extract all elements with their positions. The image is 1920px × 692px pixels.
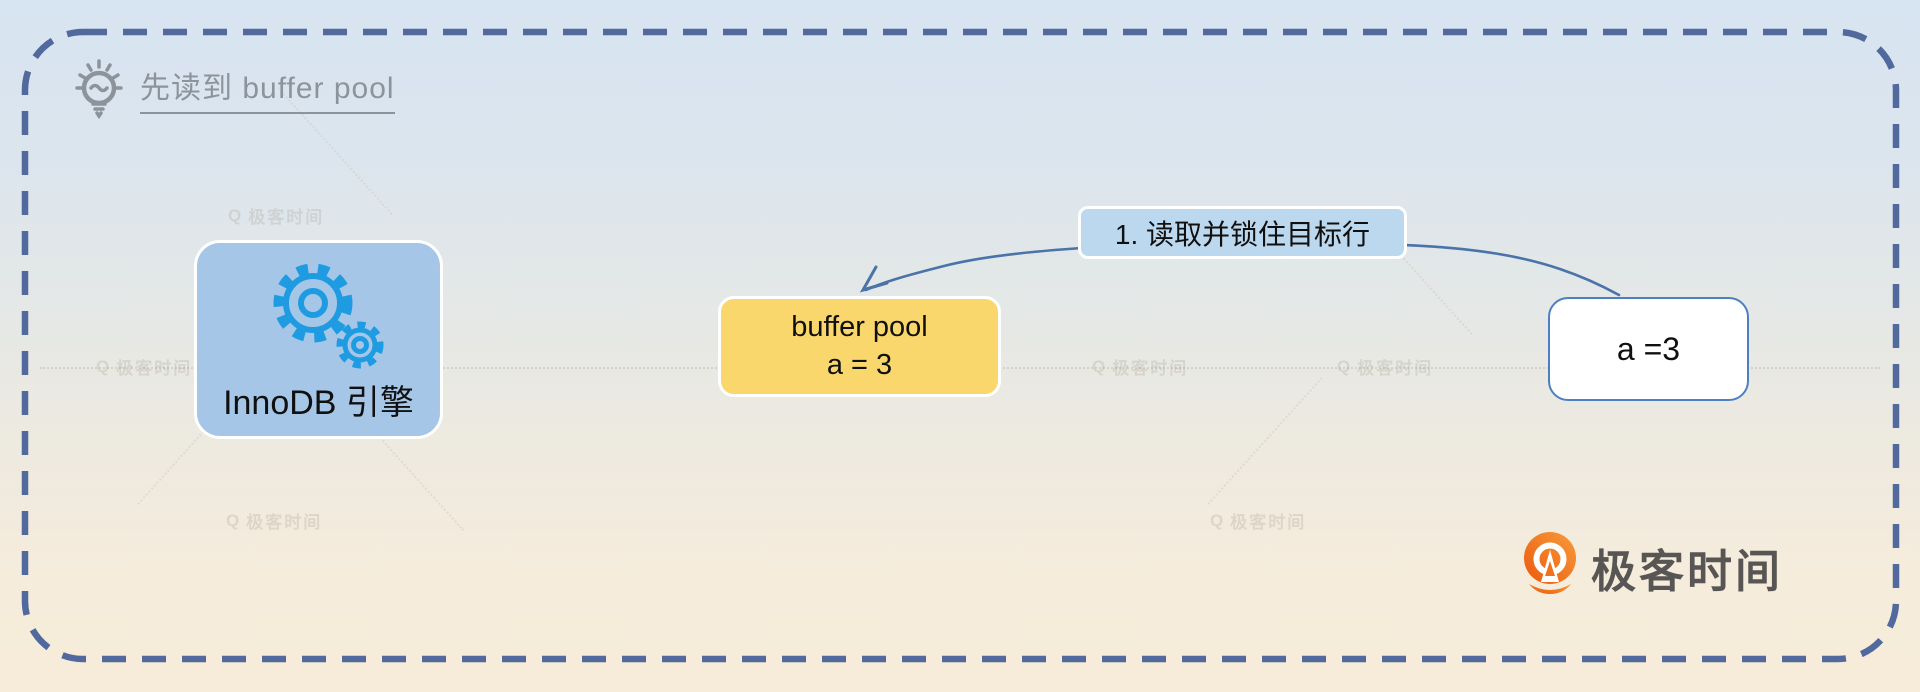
node-buffer-pool: buffer pool a = 3 — [718, 296, 1001, 397]
node-target-row: a =3 — [1548, 297, 1749, 401]
gears-icon — [273, 263, 383, 369]
watermark: Q 极客时间 — [96, 354, 192, 379]
watermark: Q 极客时间 — [1210, 508, 1306, 533]
brand-group: 极客时间 — [1521, 530, 1783, 604]
watermark: Q 极客时间 — [1092, 354, 1188, 379]
watermark-text: 极客时间 — [116, 359, 193, 378]
watermark-text: 极客时间 — [1112, 359, 1189, 378]
watermark: Q 极客时间 — [1337, 354, 1433, 379]
buffer-pool-title: buffer pool — [791, 310, 928, 343]
watermark-logo-icon: Q — [1210, 510, 1226, 530]
watermark: Q 极客时间 — [226, 508, 322, 533]
target-row-value: a =3 — [1616, 330, 1681, 367]
connector-step-label: 1. 读取并锁住目标行 — [1078, 206, 1407, 259]
geektime-logo-icon — [1524, 532, 1576, 594]
brand-wordmark: 极客时间 — [1591, 545, 1784, 597]
buffer-pool-value: a = 3 — [826, 348, 893, 381]
page-title: 先读到 buffer pool — [140, 63, 395, 114]
watermark-logo-icon: Q — [1092, 356, 1108, 376]
watermark-text: 极客时间 — [1230, 513, 1307, 532]
watermark-logo-icon: Q — [1337, 356, 1353, 376]
watermark-text: 极客时间 — [246, 513, 323, 532]
node-innodb-engine: InnoDB 引擎 — [194, 240, 443, 439]
watermark-text: 极客时间 — [248, 208, 325, 227]
step-label-text: 1. 读取并锁住目标行 — [1114, 218, 1371, 250]
watermark: Q 极客时间 — [228, 203, 324, 228]
watermark-logo-icon: Q — [226, 510, 242, 530]
innodb-engine-label: InnoDB 引擎 — [223, 384, 414, 422]
title-group: 先读到 buffer pool — [70, 55, 395, 121]
watermark-diagonal-line — [1207, 377, 1323, 505]
watermark-logo-icon: Q — [96, 356, 112, 376]
watermark-text: 极客时间 — [1357, 359, 1434, 378]
lightbulb-icon — [75, 59, 123, 120]
watermark-logo-icon: Q — [228, 205, 244, 225]
